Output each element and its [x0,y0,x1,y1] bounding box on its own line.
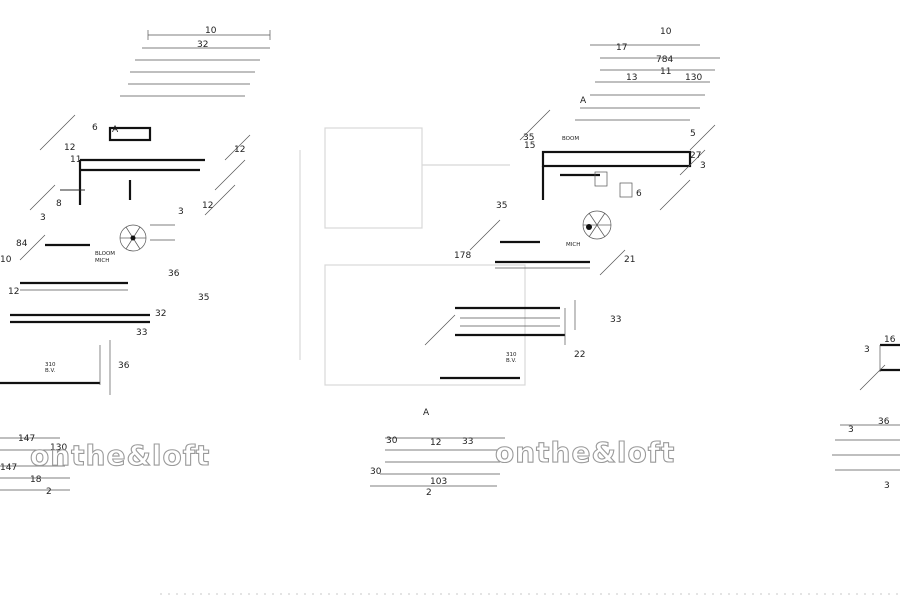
left-floor-plan: 10 32 12 6 12 11 3 8 12 84 10 36 33 36 1… [0,26,271,497]
dimension-label: 10 [205,26,217,36]
watermark-center: onthe&loft [495,436,675,469]
right-floor-plan: 16 3 36 3 3 [832,335,900,491]
dimension-label: 6 [92,123,98,133]
dimension-label: 21 [624,255,635,265]
dimension-label: 11 [660,67,671,77]
dimension-label: 36 [118,361,130,371]
dimension-label: 3 [178,207,184,217]
dimension-label: 30 [370,467,382,477]
dimension-label: 178 [454,251,471,261]
center-room-notes: BOOM MICH 310 B.V. [506,136,580,364]
dimension-label: 17 [616,43,627,53]
dimension-label: 5 [690,129,696,139]
room-note: BLOOM [95,251,115,257]
watermark-left: onthe&loft [30,439,210,472]
dimension-label: 3 [864,345,870,355]
center-floor-plan: 10 17 784 11 13 130 15 35 5 27 3 35 178 … [370,27,720,498]
left-extension-lines [19,114,251,261]
dimension-label: 3 [700,161,706,171]
dimension-label: 36 [168,269,180,279]
dimension-label: 15 [524,141,535,151]
left-dimension-labels: 10 32 12 6 12 11 3 8 12 84 10 36 33 36 1… [0,26,245,497]
section-marker: A [580,96,587,106]
left-walls [0,126,205,395]
dimension-label: 16 [884,335,896,345]
dimension-label: 12 [234,145,245,155]
dimension-label: 130 [50,443,67,453]
room-note: MICH [95,258,109,264]
dimension-label: 27 [690,151,701,161]
room-note: B.V. [45,368,56,374]
watermarks: onthe&loft onthe&loft [29,435,675,472]
room-note: 310 [45,362,56,368]
left-top-dimension-chains [120,30,271,97]
dimension-label: 147 [0,463,17,473]
dimension-label: 2 [426,488,432,498]
room-note: B.V. [506,358,517,364]
dimension-label: 33 [136,328,147,338]
dimension-label: 12 [202,201,213,211]
dimension-label: 12 [8,287,19,297]
room-note: MICH [566,242,580,248]
room-note: 310 [506,352,517,358]
dimension-label: 130 [685,73,702,83]
dimension-label: 35 [198,293,209,303]
dimension-label: 103 [430,477,447,487]
dimension-label: 10 [660,27,672,37]
background-plan-outline [299,127,526,386]
left-room-notes: BLOOM MICH 310 B.V. [45,251,115,374]
dimension-label: 147 [18,434,35,444]
dimension-label: 12 [430,438,441,448]
dimension-label: 18 [30,475,42,485]
center-extension-lines [424,109,716,346]
dimension-label: 11 [70,155,81,165]
dimension-label: 30 [386,436,398,446]
right-dimension-labels: 16 3 36 3 3 [848,335,896,491]
dimension-label: 3 [40,213,46,223]
room-note: BOOM [562,136,579,142]
dimension-label: 32 [155,309,166,319]
dimension-label: 32 [197,40,208,50]
section-marker: A [112,125,119,135]
dimension-label: 784 [656,55,673,65]
center-dimension-labels: 10 17 784 11 13 130 15 35 5 27 3 35 178 … [370,27,706,498]
center-spiral-stair [582,210,612,240]
dimension-label: 33 [462,437,473,447]
dimension-label: 2 [46,487,52,497]
left-bottom-dimension-chains [0,437,70,491]
dimension-label: 13 [626,73,637,83]
dimension-label: 8 [56,199,62,209]
center-walls [440,150,692,380]
dimension-label: 84 [16,239,28,249]
center-bottom-dimension-chains [370,437,505,487]
dimension-label: 12 [64,143,75,153]
dimension-label: 22 [574,350,585,360]
dimension-label: 35 [496,201,507,211]
left-spiral-stair [119,224,147,252]
dimension-label: 35 [523,133,534,143]
section-marker: A [423,408,430,418]
dimension-label: 33 [610,315,621,325]
dimension-label: 36 [878,417,890,427]
dimension-label: 10 [0,255,12,265]
dimension-label: 6 [636,189,642,199]
center-top-dimension-chains [575,44,720,121]
dimension-label: 3 [884,481,890,491]
dimension-label: 3 [848,425,854,435]
